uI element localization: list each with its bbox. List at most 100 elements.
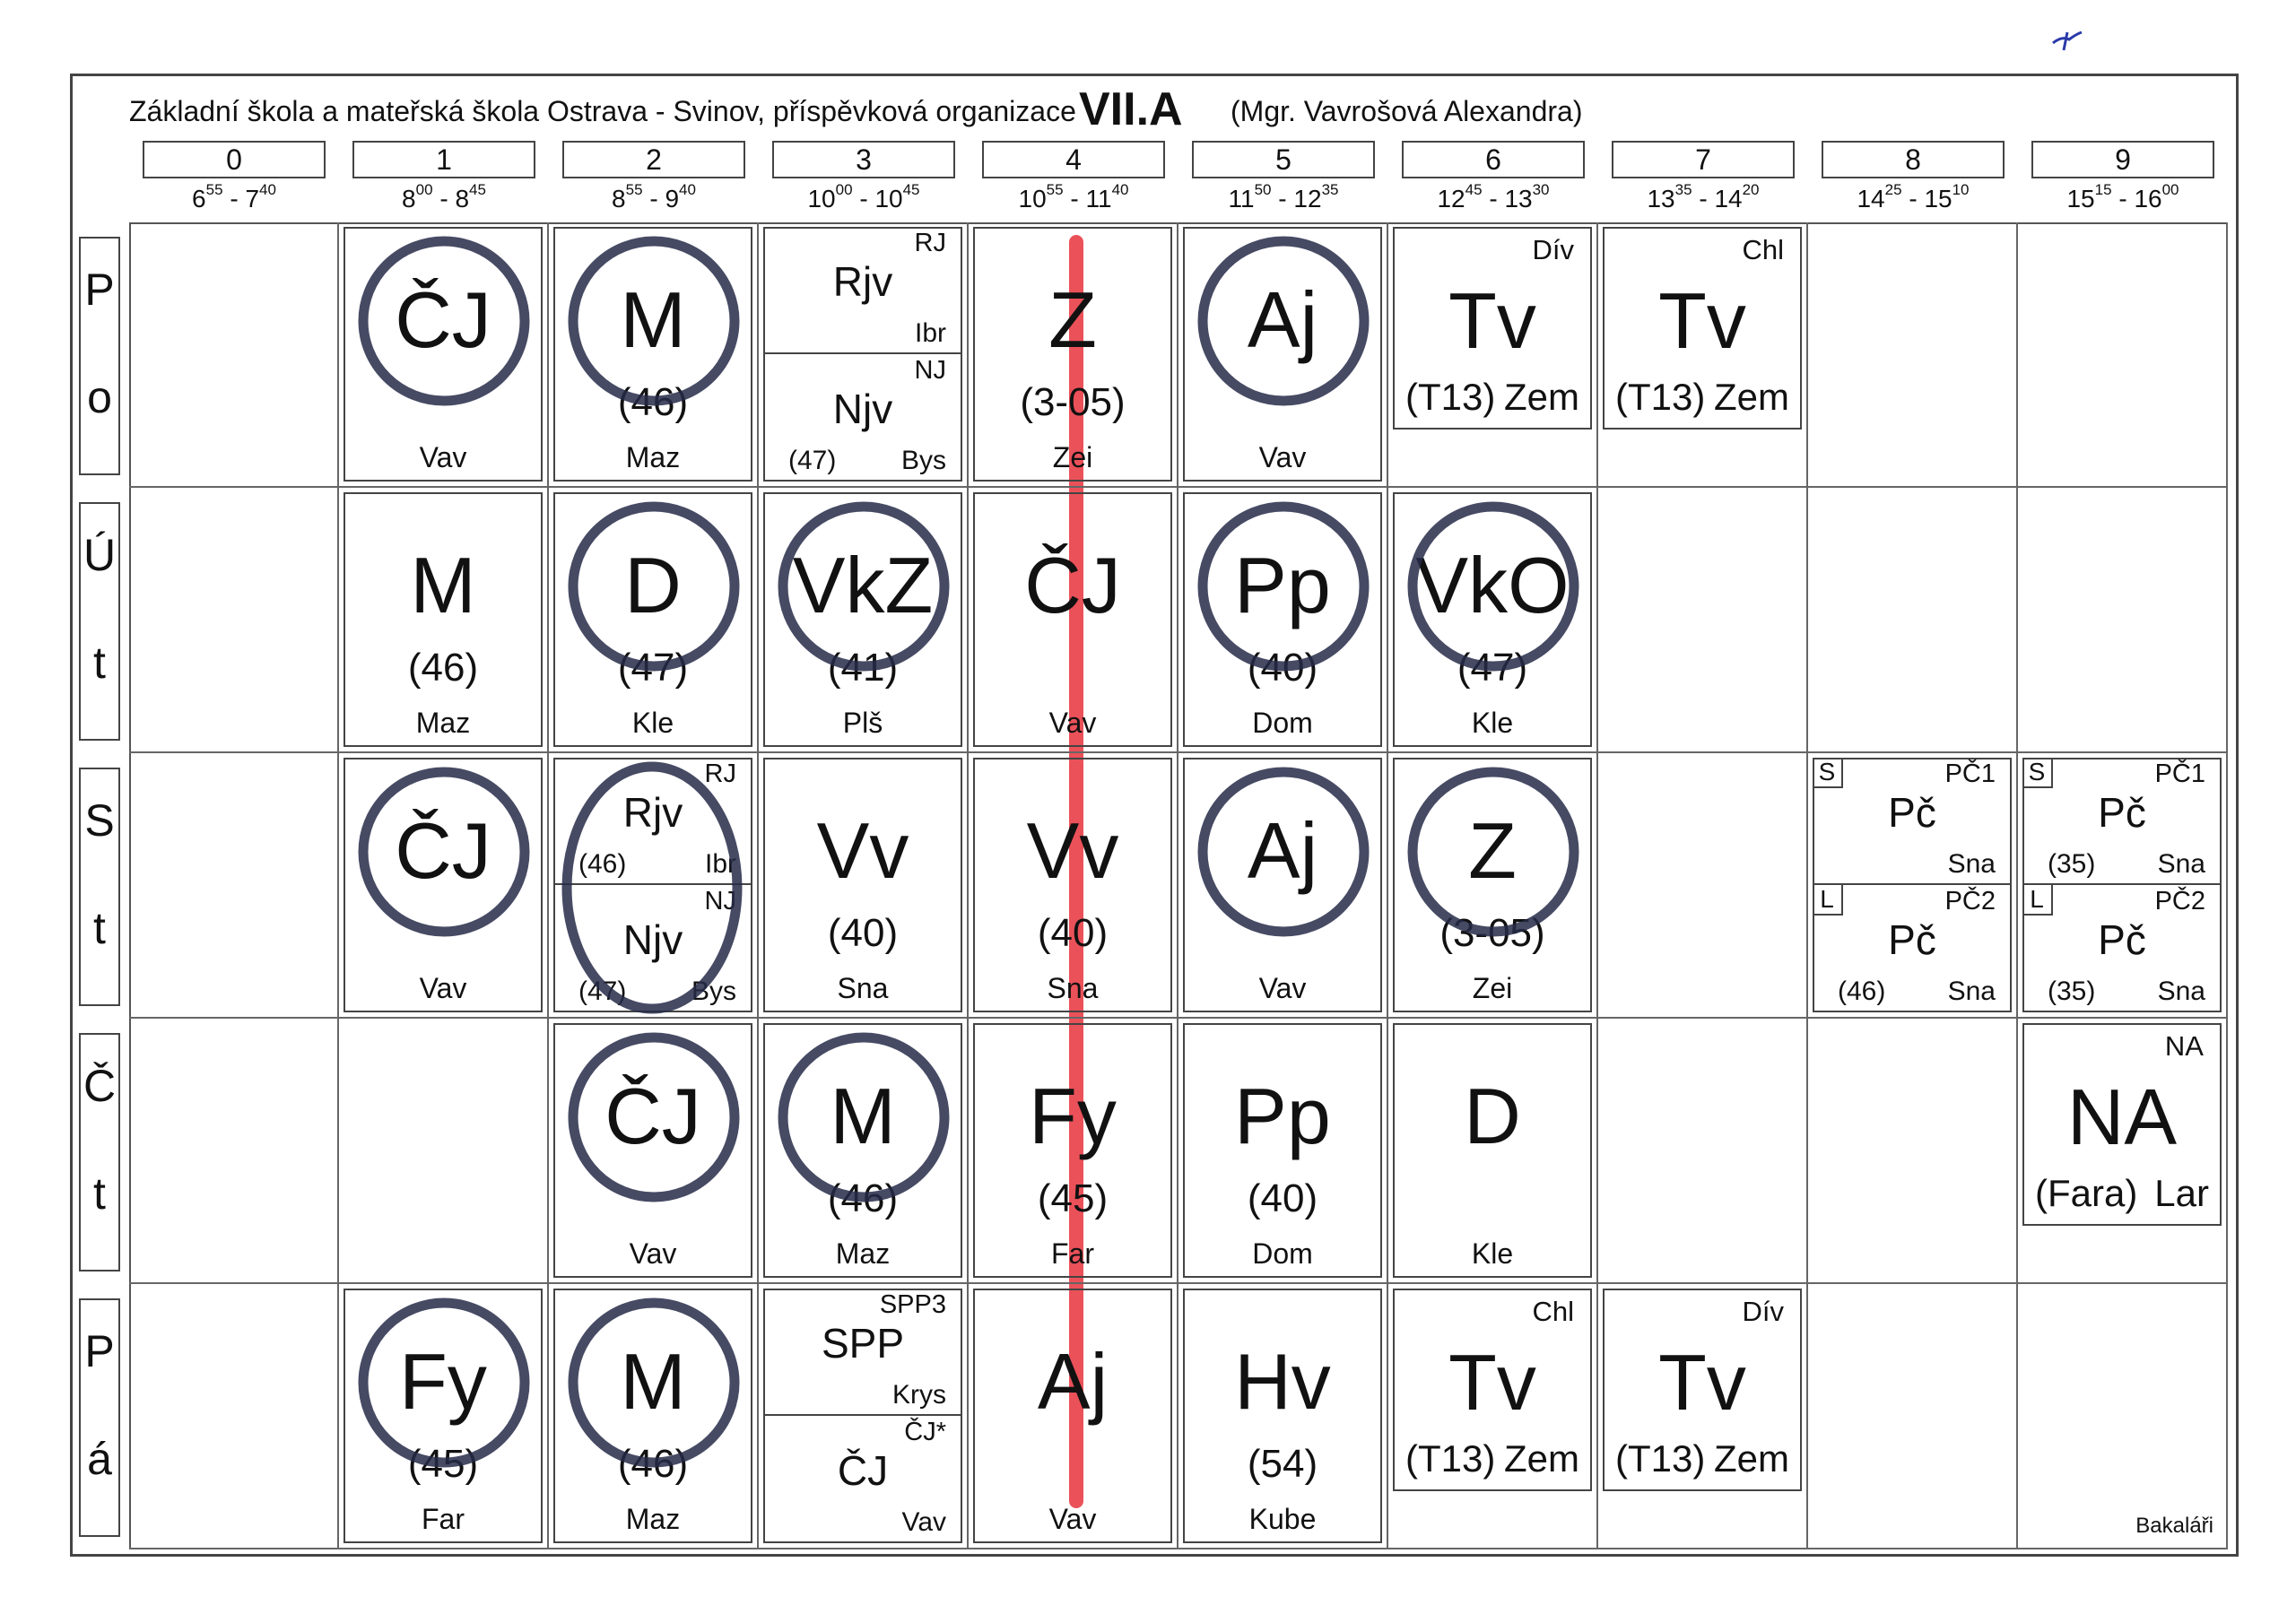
subject: D — [1464, 1072, 1521, 1160]
room: (T13) — [1615, 1437, 1706, 1480]
timetable-cell: M (46) Maz — [339, 488, 549, 753]
lesson-box — [763, 492, 962, 747]
subject: Pp — [1234, 1072, 1331, 1160]
lesson-box — [553, 492, 752, 747]
lesson-box: Chl Tv (T13)Zem — [1393, 1289, 1592, 1491]
room: (47) — [617, 646, 689, 690]
lesson-box — [973, 492, 1172, 747]
subject: Njv — [832, 386, 893, 432]
timetable-cell: Chl Tv (T13)Zem — [1388, 1284, 1598, 1549]
timetable-cell: Pp (40) Dom — [1178, 488, 1388, 753]
teacher: Zem — [1504, 1437, 1579, 1480]
teacher: Plš — [842, 707, 883, 739]
timetable-cell: M (46) Maz — [549, 1284, 759, 1549]
subject: Aj — [1037, 1337, 1109, 1426]
period-number: 8 — [1822, 141, 2005, 178]
subject: M — [620, 275, 686, 364]
teacher: Sna — [2157, 976, 2205, 1006]
teacher: Kle — [1471, 1237, 1514, 1270]
lesson-box — [1393, 1023, 1592, 1278]
timetable-cell: VkZ (41) Plš — [759, 488, 969, 753]
timetable-cell — [129, 222, 339, 488]
room: (40) — [827, 911, 899, 955]
teacher: Zei — [1472, 972, 1513, 1004]
room: (T13) — [1615, 376, 1706, 418]
teacher: Kle — [1471, 707, 1514, 739]
lesson-box: Chl Tv (T13)Zem — [1603, 227, 1802, 430]
group-lesson: NJ Njv (47) Bys — [553, 885, 752, 1011]
timetable-cell: Aj Vav — [1178, 222, 1388, 488]
timetable-cell: ČJ Vav — [549, 1019, 759, 1284]
room: (40) — [1247, 646, 1318, 690]
teacher: Sna — [1047, 972, 1099, 1004]
timetable-cell — [2018, 222, 2228, 488]
period-number: 0 — [143, 141, 326, 178]
subject: Pč — [2098, 916, 2146, 963]
subject: Pp — [1234, 541, 1331, 629]
lesson-box — [1183, 1023, 1382, 1278]
teacher: Kle — [631, 707, 674, 739]
teacher: Maz — [625, 441, 681, 473]
room: (41) — [827, 646, 899, 690]
lesson-box — [1393, 492, 1592, 747]
subject: VkZ — [792, 541, 934, 629]
timetable-frame — [70, 74, 2239, 1557]
period-time: 1335 - 1420 — [1647, 181, 1760, 213]
subject: SPP — [821, 1320, 905, 1367]
group: Dív — [1532, 234, 1575, 265]
group: RJ — [704, 759, 736, 788]
subject: Pč — [1888, 789, 1936, 836]
subject: Tv — [1658, 1338, 1746, 1427]
subject: Aj — [1247, 275, 1318, 364]
room: (35) — [2048, 976, 2096, 1006]
subject: Pč — [1888, 916, 1936, 963]
timetable-cell — [1808, 222, 2018, 488]
timetable-cell — [129, 753, 339, 1019]
timetable-cell — [1808, 488, 2018, 753]
lesson-box — [763, 758, 962, 1012]
subject: Njv — [622, 916, 683, 963]
group-lesson: RJ Rjv Ibr — [763, 227, 962, 354]
subject: ČJ — [837, 1447, 889, 1494]
period-time: 1425 - 1510 — [1857, 181, 1970, 213]
timetable-cell: Pp (40) Dom — [1178, 1019, 1388, 1284]
timetable-cell — [339, 1019, 549, 1284]
group-lesson: RJ Rjv (46) Ibr — [553, 758, 752, 885]
lesson-box — [1183, 492, 1382, 747]
timetable-cell: VkO (47) Kle — [1388, 488, 1598, 753]
teacher: Sna — [837, 972, 889, 1004]
teacher: Bys — [900, 446, 946, 475]
teacher: Ibr — [914, 318, 946, 348]
red-pen-line — [1069, 235, 1083, 1508]
period-number: 2 — [562, 141, 745, 178]
subject: ČJ — [1024, 541, 1121, 629]
room: (35) — [2048, 849, 2096, 879]
period-time: 1000 - 1045 — [807, 181, 920, 213]
period-time: 655 - 740 — [192, 181, 276, 213]
period-time: 1150 - 1235 — [1228, 181, 1339, 213]
timetable-cell: S PČ1 Pč (35) Sna L PČ2 Pč (35) Sna — [2018, 753, 2228, 1019]
room: (46) — [617, 1442, 689, 1486]
timetable-cell: Vv (40) Sna — [759, 753, 969, 1019]
timetable-cell: ČJ Vav — [339, 753, 549, 1019]
room: (46) — [617, 380, 689, 424]
timetable-cell — [1808, 1019, 2018, 1284]
lesson-box — [2022, 758, 2222, 1012]
teacher: Far — [1051, 1237, 1094, 1270]
period-number: 1 — [352, 141, 535, 178]
timetable-cell: Hv (54) Kube — [1178, 1284, 1388, 1549]
timetable-cell: Chl Tv (T13)Zem — [1598, 222, 1808, 488]
period-number: 6 — [1402, 141, 1585, 178]
timetable-cell: D Kle — [1388, 1019, 1598, 1284]
subject: Z — [1048, 275, 1097, 364]
group-lesson: SPP3 SPP Krys — [763, 1289, 962, 1416]
timetable-cell: SPP3 SPP Krys ČJ* ČJ Vav — [759, 1284, 969, 1549]
room: (54) — [1247, 1442, 1318, 1486]
group: ČJ* — [904, 1418, 946, 1446]
lesson-box — [553, 227, 752, 482]
teacher: Sna — [1947, 976, 1996, 1006]
timetable-cell: Z (3-05) Zei — [969, 222, 1178, 488]
